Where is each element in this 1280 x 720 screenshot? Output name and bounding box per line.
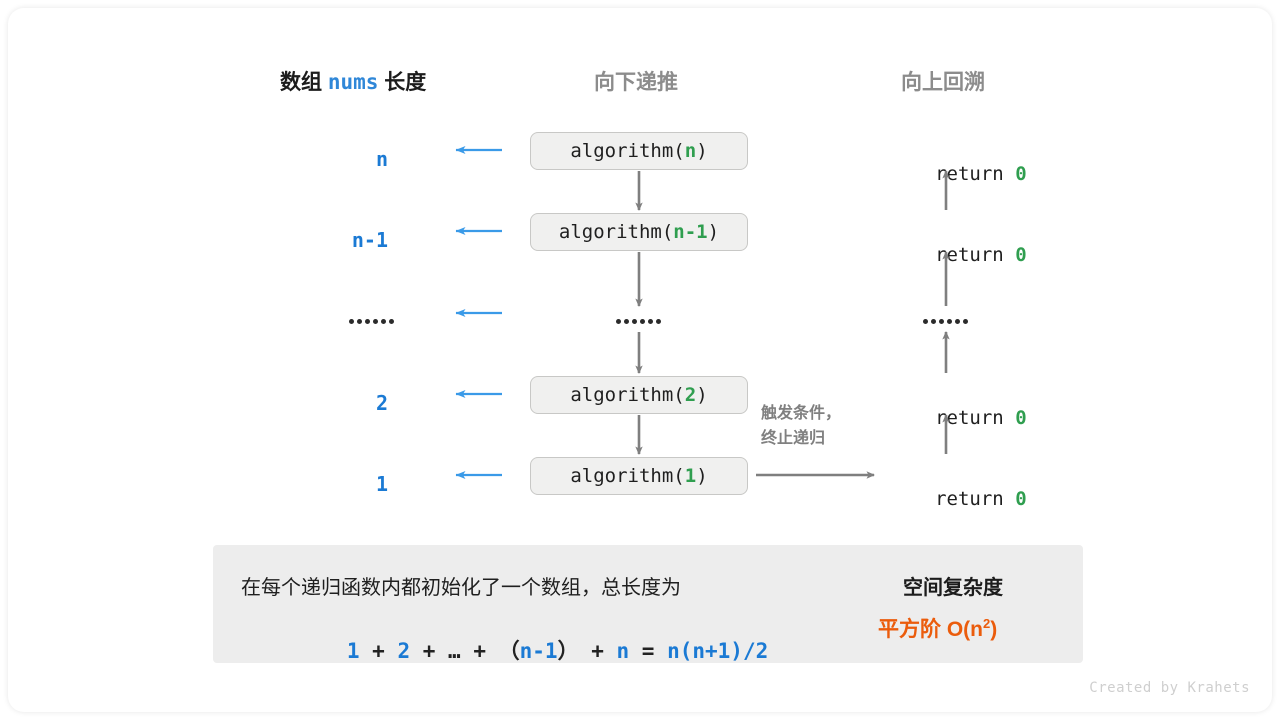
return-label-row-1: return 0 [863, 141, 1053, 207]
header-array-suffix: 长度 [384, 71, 427, 94]
dot [656, 319, 661, 324]
formula-part: n [616, 639, 630, 663]
header-recurse-down: 向下递推 [594, 71, 678, 94]
dot [947, 319, 952, 324]
dot [357, 319, 362, 324]
return-keyword: return [935, 244, 1016, 266]
return-keyword: return [935, 407, 1016, 429]
return-keyword: return [935, 163, 1016, 185]
dot [381, 319, 386, 324]
termination-note-line-2: 终止递归 [761, 429, 826, 447]
return-label-row-5: return 0 [863, 466, 1053, 532]
call-prefix: algorithm( [570, 140, 685, 162]
complexity-value: 平方阶 O(n2) [878, 613, 997, 643]
complexity-title: 空间复杂度 [903, 577, 1003, 599]
return-value: 0 [1015, 244, 1027, 266]
length-label-row-2: n-1 [351, 228, 388, 252]
return-keyword: return [935, 488, 1016, 510]
length-dots-row-3 [349, 319, 394, 324]
header-array-length: 数组 nums 长度 [280, 66, 426, 96]
length-label-row-5: 1 [375, 472, 388, 496]
call-suffix: ) [707, 221, 720, 243]
call-argument: 2 [684, 384, 697, 406]
complexity-order-name: 平方阶 [878, 618, 947, 641]
dot [373, 319, 378, 324]
dot [624, 319, 629, 324]
call-argument: n-1 [673, 221, 708, 243]
dot [389, 319, 394, 324]
dot [648, 319, 653, 324]
dot [349, 319, 354, 324]
header-array-nums: nums [327, 70, 379, 94]
dot [640, 319, 645, 324]
credit-text: Created by Krahets [1089, 680, 1250, 696]
header-array-prefix: 数组 [280, 71, 322, 94]
call-prefix: algorithm( [570, 384, 685, 406]
return-value: 0 [1015, 407, 1027, 429]
dot [955, 319, 960, 324]
summary-description: 在每个递归函数内都初始化了一个数组，总长度为 [241, 577, 681, 599]
formula-part: 1 [346, 639, 360, 663]
diagram-card: 数组 nums 长度 向下递推 向上回溯 n algorithm(n) retu… [8, 8, 1272, 712]
blue-left-arrows [455, 146, 502, 479]
dot [365, 319, 370, 324]
dot [931, 319, 936, 324]
return-value: 0 [1015, 163, 1027, 185]
formula-part: n-1 [519, 639, 558, 663]
return-dots-row-3 [923, 319, 968, 324]
summary-panel: 在每个递归函数内都初始化了一个数组，总长度为 1 + 2 + … + （n-1）… [213, 545, 1083, 663]
dot [616, 319, 621, 324]
formula-part: ） + [557, 639, 617, 663]
formula-part: = [629, 639, 668, 663]
call-argument: 1 [684, 465, 697, 487]
summary-formula: 1 + 2 + … + （n-1） + n = n(n+1)/2 [271, 611, 768, 689]
formula-part: + [359, 639, 398, 663]
call-prefix: algorithm( [558, 221, 674, 243]
formula-part: + … + （ [410, 639, 520, 663]
dot [939, 319, 944, 324]
call-dots-row-3 [616, 319, 661, 324]
dot [923, 319, 928, 324]
formula-part: n(n+1)/2 [667, 639, 769, 663]
header-backtrack-up: 向上回溯 [901, 71, 985, 94]
return-label-row-4: return 0 [863, 385, 1053, 451]
complexity-notation: O(n [946, 618, 983, 641]
call-box-row-2: algorithm(n-1) [530, 213, 748, 251]
call-argument: n [684, 140, 697, 162]
call-box-row-4: algorithm(2) [530, 376, 748, 414]
call-suffix: ) [696, 465, 708, 487]
termination-note-line-1: 触发条件， [761, 405, 842, 422]
call-suffix: ) [696, 384, 708, 406]
dot [963, 319, 968, 324]
return-value: 0 [1015, 488, 1027, 510]
dot [632, 319, 637, 324]
length-label-row-1: n [375, 147, 388, 171]
call-prefix: algorithm( [570, 465, 685, 487]
call-box-row-1: algorithm(n) [530, 132, 748, 170]
complexity-exponent: 2 [983, 616, 991, 631]
complexity-close: ) [990, 618, 998, 641]
termination-note: 触发条件， 终止递归 [761, 402, 841, 452]
length-label-row-4: 2 [375, 391, 388, 415]
formula-part: 2 [397, 639, 411, 663]
call-suffix: ) [696, 140, 708, 162]
return-label-row-2: return 0 [863, 222, 1053, 288]
call-box-row-5: algorithm(1) [530, 457, 748, 495]
